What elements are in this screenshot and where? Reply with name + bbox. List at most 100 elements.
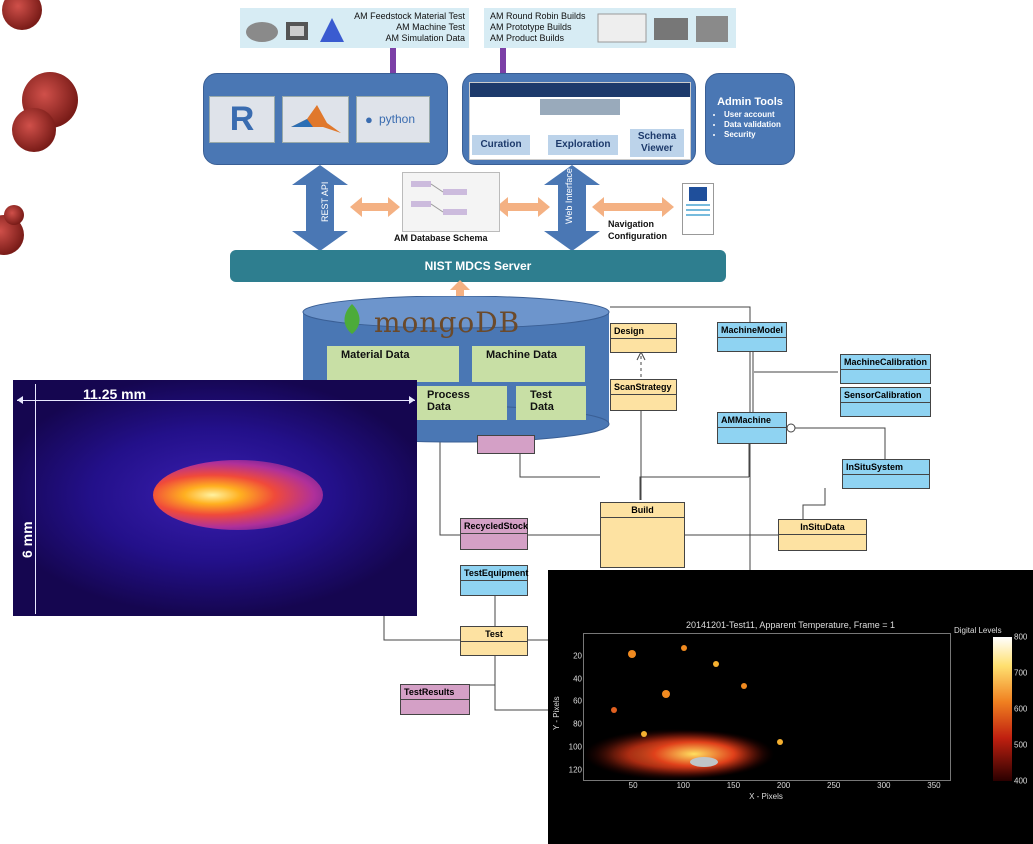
sample-thumbnails <box>246 18 344 42</box>
thermal-x-tick: 250 <box>826 781 841 790</box>
admin-item-security[interactable]: Security <box>724 130 794 140</box>
analysis-tools-panel: R ● python <box>203 73 448 165</box>
uml-in-situ-system-label: InSituSystem <box>843 460 929 475</box>
python-label: python <box>379 112 416 126</box>
schema-viewer-button[interactable]: Schema Viewer <box>630 129 684 157</box>
thermal-y-tick: 40 <box>573 674 582 684</box>
python-logo-icon: ● <box>365 112 373 127</box>
r-tool[interactable]: R <box>209 96 275 143</box>
web-interface-label: Web Interface <box>564 168 574 224</box>
uml-in-situ-system[interactable]: InSituSystem <box>842 459 930 489</box>
thermal-chart-title: 20141201-Test11, Apparent Temperature, F… <box>685 620 896 630</box>
admin-tools-panel: Admin Tools User account Data validation… <box>705 73 795 165</box>
colorbar <box>993 637 1012 781</box>
web-banner-image <box>540 99 620 115</box>
thermal-x-tick: 200 <box>776 781 791 790</box>
melt-pool-height-label: 6 mm <box>19 521 35 558</box>
uml-test-equipment[interactable]: TestEquipment <box>460 565 528 596</box>
admin-item-user-account[interactable]: User account <box>724 110 794 120</box>
colorbar-tick: 700 <box>1014 668 1028 678</box>
uml-test-results[interactable]: TestResults <box>400 684 470 715</box>
thermal-x-tick: 50 <box>628 781 638 790</box>
mongodb-logo: mongoDB <box>374 306 521 339</box>
web-panel: Curation Exploration Schema Viewer <box>462 73 696 165</box>
uml-build[interactable]: Build <box>600 502 685 568</box>
exploration-button[interactable]: Exploration <box>548 135 618 155</box>
uml-test-label: Test <box>461 627 527 642</box>
thermal-x-tick: 100 <box>676 781 690 790</box>
uml-recycled-stock-label: RecycledStock <box>461 519 528 534</box>
colorbar-tick: 800 <box>1014 632 1028 642</box>
uml-test[interactable]: Test <box>460 626 528 656</box>
uml-design[interactable]: Design <box>610 323 677 353</box>
machine-data-section[interactable]: Machine Data <box>472 346 585 382</box>
thermal-x-label: X - Pixels <box>749 792 783 801</box>
process-data-section[interactable]: Process Data <box>413 386 507 420</box>
uml-in-situ-data-label: InSituData <box>779 520 866 535</box>
uml-test-equipment-label: TestEquipment <box>461 566 528 581</box>
melt-pool-width-label: 11.25 mm <box>83 386 147 402</box>
builds-line-3: AM Product Builds <box>490 33 565 43</box>
uml-sensor-calibration-label: SensorCalibration <box>841 388 930 403</box>
powder-particles-image <box>0 0 78 255</box>
python-tool[interactable]: ● python <box>356 96 430 143</box>
uml-machine-model-label: MachineModel <box>718 323 786 338</box>
builds-line-2: AM Prototype Builds <box>490 22 572 32</box>
uml-in-situ-data[interactable]: InSituData <box>778 519 867 551</box>
builds-banner: AM Round Robin Builds AM Prototype Build… <box>484 8 736 48</box>
colorbar-tick: 500 <box>1014 740 1028 750</box>
uml-scan-strategy-label: ScanStrategy <box>611 380 676 395</box>
rest-api-label: REST API <box>320 181 330 222</box>
uml-recycled-stock[interactable]: RecycledStock <box>460 518 528 550</box>
curation-label: Curation <box>480 139 522 150</box>
material-data-section[interactable]: Material Data <box>327 346 459 382</box>
colorbar-label: Digital Levels <box>954 626 1002 635</box>
colorbar-tick: 600 <box>1014 704 1028 714</box>
builds-line-1: AM Round Robin Builds <box>490 11 586 21</box>
thermal-x-ticks: 50 100 150 200 250 300 350 <box>583 781 949 791</box>
thermal-y-tick: 80 <box>573 719 582 729</box>
banner-line-1: AM Feedstock Material Test <box>354 11 465 21</box>
schema-viewer-label: Schema Viewer <box>637 131 677 154</box>
connector-arrows <box>292 165 674 251</box>
builds-arrow <box>500 48 506 94</box>
melt-pool-image: 11.25 mm 6 mm <box>13 380 417 616</box>
admin-title: Admin Tools <box>717 96 783 108</box>
uml-am-machine[interactable]: AMMachine <box>717 412 787 444</box>
uml-machine-calibration-label: MachineCalibration <box>841 355 930 370</box>
r-logo-icon: R <box>229 100 255 138</box>
thermal-heatmap <box>584 645 783 780</box>
thermal-x-tick: 350 <box>927 781 941 790</box>
banner-line-2: AM Machine Test <box>396 22 465 32</box>
admin-item-data-validation[interactable]: Data validation <box>724 120 794 130</box>
mdcs-server-bar: NIST MDCS Server <box>230 250 726 282</box>
thermal-y-tick: 100 <box>568 742 582 752</box>
test-data-section[interactable]: Test Data <box>516 386 586 420</box>
uml-scan-strategy[interactable]: ScanStrategy <box>610 379 677 411</box>
uml-machine-model[interactable]: MachineModel <box>717 322 787 352</box>
curation-button[interactable]: Curation <box>472 135 530 155</box>
uml-build-label: Build <box>601 503 684 518</box>
uml-machine-calibration[interactable]: MachineCalibration <box>840 354 931 384</box>
thermal-plot-area <box>583 633 951 781</box>
uml-test-results-label: TestResults <box>401 685 469 700</box>
web-header-bar <box>470 83 690 97</box>
matlab-tool[interactable] <box>282 96 349 143</box>
thermal-x-tick: 300 <box>877 781 891 790</box>
matlab-logo-icon <box>291 105 341 133</box>
banner-line-3: AM Simulation Data <box>385 33 465 43</box>
thermal-y-tick: 60 <box>573 696 582 706</box>
uml-hidden-purple-box[interactable] <box>477 435 535 454</box>
thermal-y-tick: 120 <box>568 765 582 775</box>
schema-document-image <box>402 172 500 232</box>
thermal-x-tick: 150 <box>726 781 741 790</box>
build-thumbnails <box>597 13 728 43</box>
exploration-label: Exploration <box>555 139 611 150</box>
web-screenshot: Curation Exploration Schema Viewer <box>469 82 691 160</box>
navigation-document-icon <box>682 183 714 235</box>
uml-sensor-calibration[interactable]: SensorCalibration <box>840 387 931 417</box>
thermal-chart-panel: 20141201-Test11, Apparent Temperature, F… <box>548 570 1033 844</box>
navigation-label: Navigation Configuration <box>608 219 667 241</box>
